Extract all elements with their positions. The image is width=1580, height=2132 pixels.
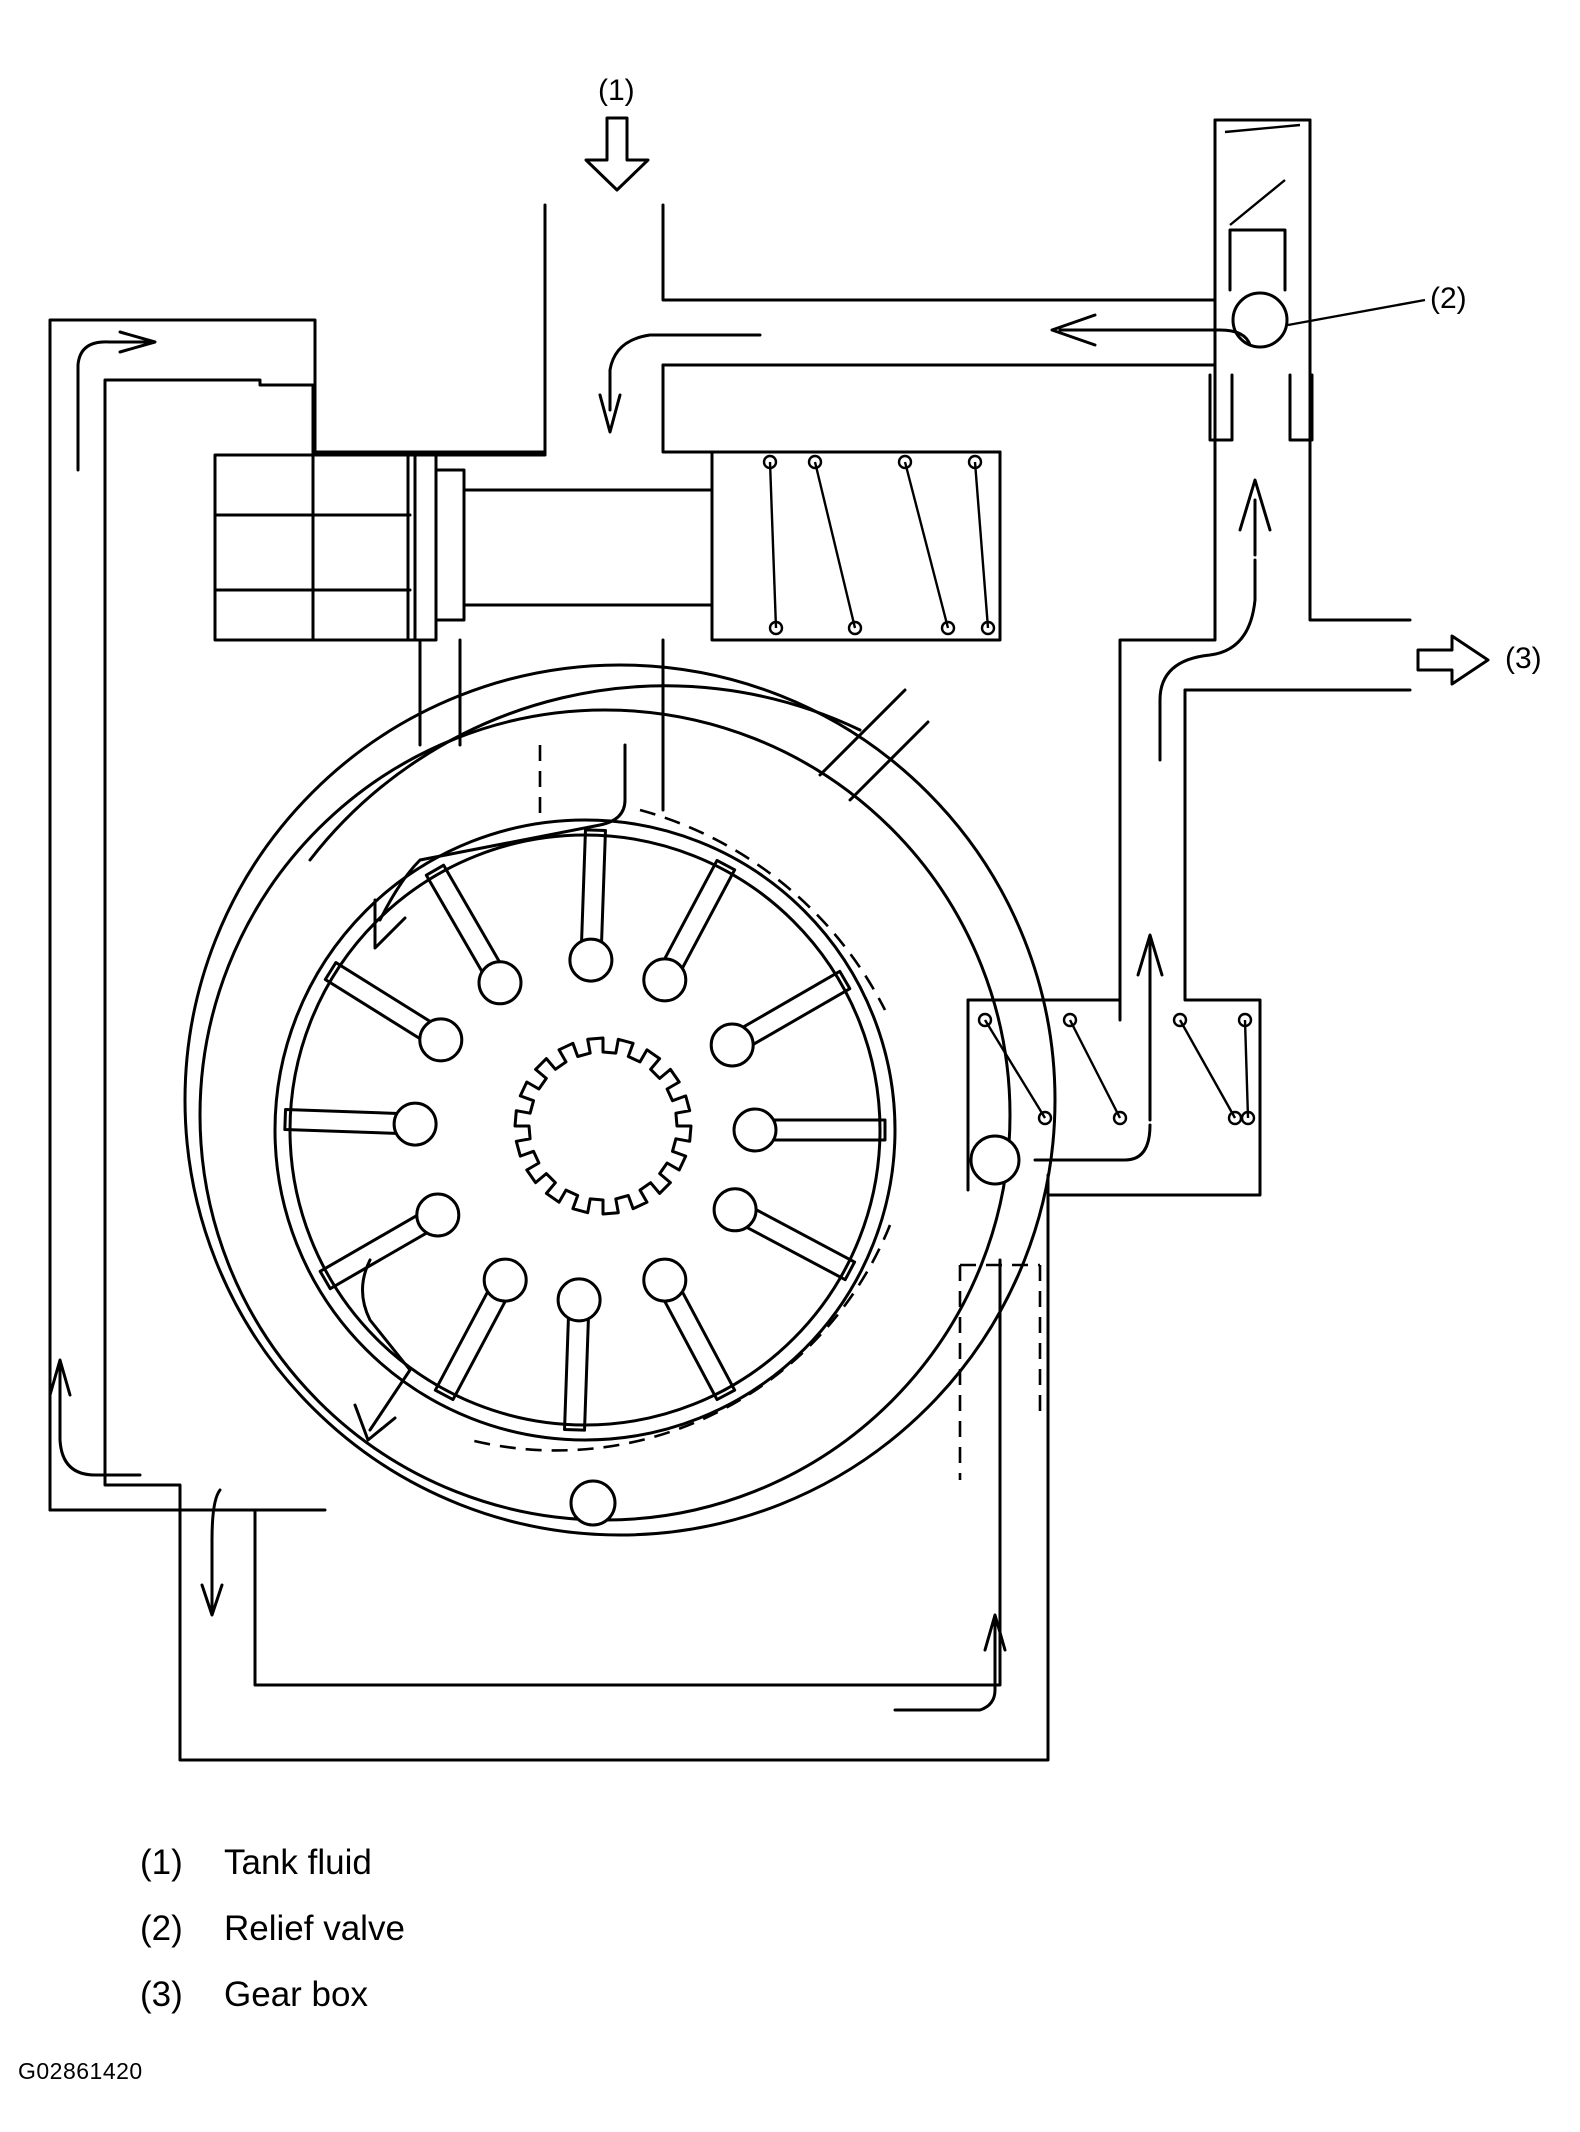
housing-outline (48, 118, 1412, 1762)
spring-coil-end (807, 454, 823, 470)
spring-coil-end (1237, 1012, 1253, 1028)
relief-valve-leader (1287, 298, 1426, 327)
spring-coil-end (1172, 1012, 1188, 1028)
spring-coil-end (940, 620, 956, 636)
callout-relief-valve: (2) (1430, 282, 1467, 315)
spring-coil-end (847, 620, 863, 636)
legend: (1) Tank fluid (2) Relief valve (3) Gear… (140, 1830, 405, 2028)
vane-roller (642, 957, 688, 1003)
springs (762, 123, 1301, 1126)
vane-roller (712, 1187, 758, 1233)
legend-number: (1) (140, 1843, 183, 1882)
vane-roller (415, 1192, 461, 1238)
vane-roller (418, 1017, 464, 1063)
spring-coil-end (897, 454, 913, 470)
spring-coil-end (762, 454, 778, 470)
spring-coil-end (1240, 1110, 1256, 1126)
rotor-assembly (183, 663, 1057, 1537)
relief-valve (1208, 228, 1314, 442)
spring-coil-end (1037, 1110, 1053, 1126)
legend-item: (3) Gear box (140, 1962, 405, 2028)
legend-item: (1) Tank fluid (140, 1830, 405, 1896)
legend-label: Relief valve (224, 1909, 405, 1948)
vane-roller (556, 1277, 602, 1323)
legend-number: (3) (140, 1975, 183, 2014)
vane-roller (392, 1101, 438, 1147)
legend-label: Tank fluid (224, 1843, 372, 1882)
spring-coil-end (977, 1012, 993, 1028)
legend-number: (2) (140, 1909, 183, 1948)
spring-coil-end (768, 620, 784, 636)
vane-roller (568, 937, 614, 983)
legend-item: (2) Relief valve (140, 1896, 405, 1962)
callout-inlet: (1) (598, 74, 635, 107)
vane-roller (482, 1257, 528, 1303)
vane-roller (477, 960, 523, 1006)
callout-outlet: (3) (1505, 642, 1542, 675)
spring-coil-end (980, 620, 996, 636)
vane-roller (642, 1257, 688, 1303)
legend-label: Gear box (224, 1975, 368, 2014)
pump-diagram: (1) (2) (3) (48, 74, 1542, 1762)
flow-arrows (48, 116, 1490, 1712)
vane-roller (709, 1022, 755, 1068)
spring-coil-end (1062, 1012, 1078, 1028)
vane-roller (732, 1107, 778, 1153)
figure-id: G02861420 (18, 2058, 143, 2084)
spring-coil-end (967, 454, 983, 470)
spring-coil-end (1112, 1110, 1128, 1126)
